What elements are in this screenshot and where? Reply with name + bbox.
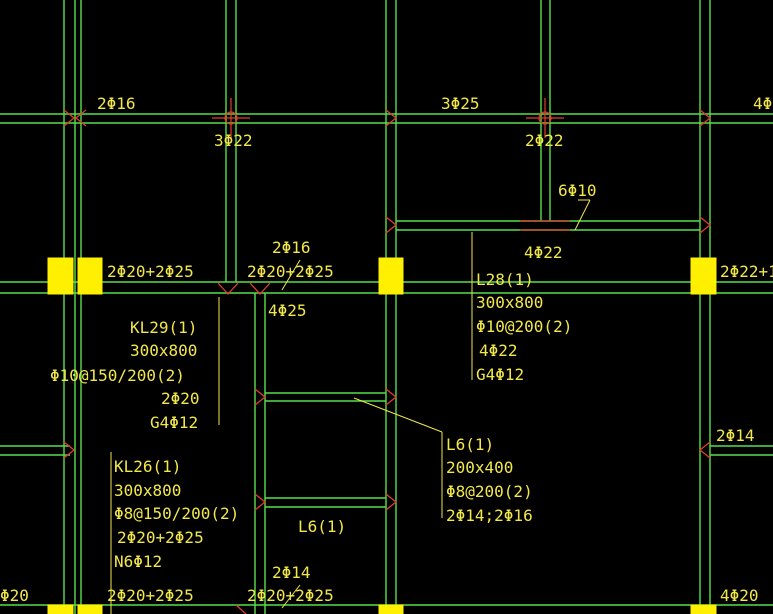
- label-row2-mid: 2Φ20+2Φ25: [247, 262, 334, 281]
- label-right-2phi14: 2Φ14: [716, 426, 755, 445]
- column-bottom-mid: [378, 604, 404, 614]
- kl26-stirrup: Φ8@150/200(2): [114, 504, 239, 523]
- column-bottom-right: [690, 604, 717, 614]
- l6-name: L6(1): [446, 435, 494, 454]
- column-right: [690, 257, 717, 295]
- label-top-3phi22: 3Φ22: [214, 131, 253, 150]
- kl29-side: G4Φ12: [150, 413, 198, 432]
- l6-stirrup: Φ8@200(2): [446, 482, 533, 501]
- column-left-a: [47, 257, 74, 295]
- leader-lines: [110, 199, 591, 614]
- vertical-beams: [63, 0, 711, 614]
- label-l6-lower: L6(1): [298, 517, 346, 536]
- label-row2-2phi16: 2Φ16: [272, 238, 311, 257]
- kl29-stirrup: Φ10@150/200(2): [50, 366, 185, 385]
- l6-bars: 2Φ14;2Φ16: [446, 506, 533, 525]
- l28-name: L28(1): [476, 270, 534, 289]
- column-bottom-left-b: [77, 604, 103, 614]
- kl29-top: 2Φ20: [161, 389, 200, 408]
- kl29-size: 300x800: [130, 341, 197, 360]
- l28-top: 4Φ22: [479, 341, 518, 360]
- label-4phi22-mid: 4Φ22: [524, 243, 563, 262]
- label-bottom-2phi14: 2Φ14: [272, 563, 311, 582]
- l28-size: 300x800: [476, 293, 543, 312]
- l6-size: 200x400: [446, 458, 513, 477]
- column-mid: [378, 257, 404, 295]
- label-row2-right: 2Φ22+1: [720, 262, 773, 281]
- kl26-side: N6Φ12: [114, 552, 162, 571]
- l28-side: G4Φ12: [476, 365, 524, 384]
- kl26-name: KL26(1): [114, 457, 181, 476]
- label-bottom-4phi20: 4Φ20: [720, 586, 759, 605]
- label-bottom-phi20: Φ20: [0, 586, 29, 605]
- kl26-size: 300x800: [114, 481, 181, 500]
- label-4phi25: 4Φ25: [268, 301, 307, 320]
- label-top-2phi16: 2Φ16: [97, 94, 136, 113]
- kl29-name: KL29(1): [130, 318, 197, 337]
- label-top-2phi22: 2Φ22: [525, 131, 564, 150]
- label-top-4phi: 4Φ: [753, 94, 772, 113]
- l28-stirrup: Φ10@200(2): [476, 317, 572, 336]
- reinforcement-labels: 2Φ16 3Φ22 3Φ25 2Φ22 4Φ 6Φ10 4Φ22 2Φ20+2Φ…: [0, 94, 773, 605]
- kl26-top: 2Φ20+2Φ25: [117, 528, 204, 547]
- support-markers: [63, 98, 712, 614]
- label-bottom-left: 2Φ20+2Φ25: [107, 586, 194, 605]
- columns: [47, 257, 717, 614]
- label-top-3phi25: 3Φ25: [441, 94, 480, 113]
- label-row2-left: 2Φ20+2Φ25: [107, 262, 194, 281]
- column-left-b: [77, 257, 103, 295]
- column-bottom-left-a: [47, 604, 74, 614]
- label-6phi10: 6Φ10: [558, 181, 597, 200]
- label-bottom-mid: 2Φ20+2Φ25: [247, 586, 334, 605]
